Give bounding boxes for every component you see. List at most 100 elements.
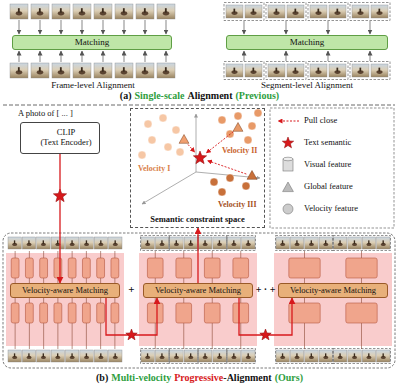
video-frame <box>80 237 93 249</box>
visual-feature <box>97 303 105 323</box>
feature-link <box>86 323 87 349</box>
video-frame <box>329 5 346 18</box>
video-frame <box>377 237 390 249</box>
velocity-matching-box: Velocity-aware Matching <box>278 283 388 298</box>
section-divider <box>3 105 395 106</box>
video-frame <box>268 5 285 18</box>
velocity-feature-dot <box>148 136 156 144</box>
segment-group <box>198 349 227 364</box>
feature-link <box>304 323 305 349</box>
node-label: (Text Encoder) <box>40 138 91 148</box>
video-frame <box>226 64 243 77</box>
arrow <box>61 20 62 34</box>
visual-feature <box>68 303 76 323</box>
feature-link <box>29 323 30 349</box>
arrow <box>61 51 62 62</box>
video-frame <box>73 4 91 19</box>
visual-feature <box>11 303 19 323</box>
video-frame <box>66 350 79 362</box>
feature-link <box>86 298 87 303</box>
video-frame <box>80 350 93 362</box>
segment-group <box>227 236 256 251</box>
caption-part: (Ours) <box>275 372 303 384</box>
feature-link <box>29 251 30 258</box>
cluster-label: Velocity III <box>218 200 257 209</box>
flow-arrow <box>59 154 60 283</box>
video-frame <box>73 63 91 78</box>
arrow <box>82 20 83 34</box>
feature-link <box>212 251 213 258</box>
plus-sign: + <box>128 283 134 296</box>
video-frame <box>170 237 183 249</box>
arrow <box>103 20 104 34</box>
video-frame <box>141 350 154 362</box>
panel-title: Segment-level Alignment <box>261 80 353 90</box>
arrow <box>124 51 125 62</box>
video-frame <box>245 64 262 77</box>
video-frame <box>94 4 112 19</box>
feature-link <box>183 323 184 349</box>
video-frame <box>310 5 327 18</box>
visual-feature <box>82 258 90 278</box>
video-frame <box>31 4 49 19</box>
legend-swatch <box>283 157 293 171</box>
arrow <box>166 51 167 62</box>
arrow <box>166 20 167 34</box>
caption-part: -Alignment <box>223 372 271 384</box>
caption-part: (Previous) <box>235 90 279 102</box>
arrow <box>370 51 371 61</box>
video-frame <box>136 63 154 78</box>
cluster-label: Velocity II <box>222 146 257 155</box>
feature-link <box>72 251 73 258</box>
video-frame <box>51 237 64 249</box>
visual-feature <box>346 258 377 278</box>
visual-feature <box>68 258 76 278</box>
velocity-feature-dot <box>244 136 252 144</box>
video-frame <box>115 4 133 19</box>
visual-feature <box>40 258 48 278</box>
visual-feature <box>54 303 62 323</box>
video-frame <box>377 350 390 362</box>
matching-bar: Matching <box>226 35 388 50</box>
caption-part: (b) <box>96 372 108 384</box>
text-semantic-star <box>193 151 206 164</box>
pull-close-arrow <box>208 161 247 174</box>
node-label: Velocity-aware Matching <box>155 286 241 296</box>
velocity-feature-dot <box>172 126 180 134</box>
video-frame <box>37 237 50 249</box>
feature-link <box>240 251 241 258</box>
visual-feature <box>82 303 90 323</box>
caption-part: Multi-velocity <box>111 372 171 384</box>
video-frame <box>242 350 255 362</box>
caption-row: (a)Single-scaleAlignment(Previous) <box>0 90 399 102</box>
legend-label: Text semantic <box>304 138 351 148</box>
feature-link <box>114 323 115 349</box>
arrow <box>286 51 287 61</box>
visual-feature <box>233 258 249 278</box>
video-frame <box>213 350 226 362</box>
video-frame <box>10 4 28 19</box>
video-frame <box>329 64 346 77</box>
feature-link <box>43 323 44 349</box>
global-feature-triangle <box>247 171 257 180</box>
arrow <box>40 20 41 34</box>
feature-link <box>72 323 73 349</box>
video-frame <box>155 350 168 362</box>
video-frame <box>245 5 262 18</box>
video-frame <box>115 63 133 78</box>
node-label: Semantic constraint space <box>150 215 244 225</box>
video-frame <box>290 350 303 362</box>
video-frame <box>213 237 226 249</box>
segment-group <box>308 62 348 80</box>
video-frame <box>348 350 361 362</box>
visual-feature <box>40 303 48 323</box>
segment-group <box>266 3 306 21</box>
feature-link <box>15 298 16 303</box>
feature-link <box>57 251 58 258</box>
video-frame <box>362 237 375 249</box>
video-frame <box>94 350 107 362</box>
segment-group <box>276 349 334 364</box>
text-semantic-star <box>282 137 293 148</box>
visual-feature <box>147 303 163 323</box>
